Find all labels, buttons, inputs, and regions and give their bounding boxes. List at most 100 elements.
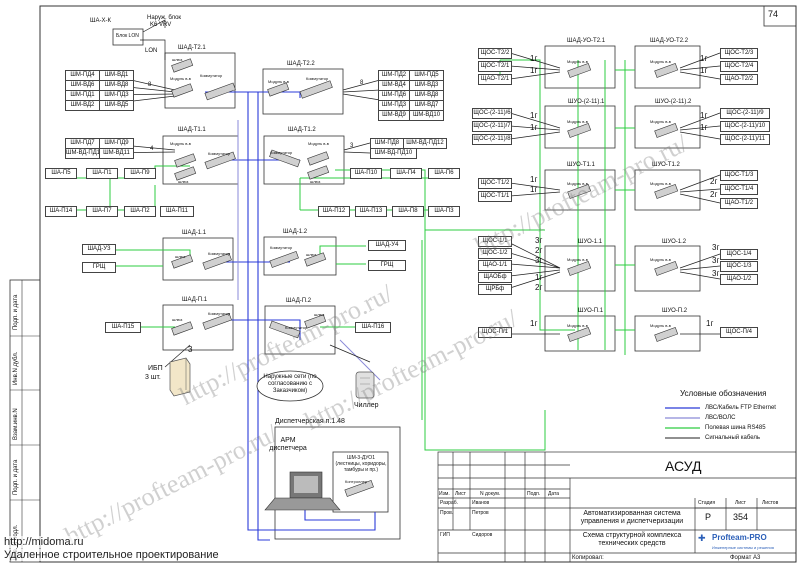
shos-label: ЩОС-(2-11)/11 xyxy=(720,134,770,145)
sha-label: ША-П11 xyxy=(160,206,194,217)
legend-item-fiber: ЛВС/ВОЛС xyxy=(705,415,736,421)
arm-label: АРМ диспетчера xyxy=(269,437,307,452)
tb-role: ГИП xyxy=(440,532,450,538)
chiller-device xyxy=(355,371,375,399)
tb-name: Сидоров xyxy=(472,532,493,538)
shos-label: ЩОС-(2-11)/8 xyxy=(472,134,512,145)
module-label: Модуль в-в xyxy=(567,181,588,186)
copied-label: Копировал: xyxy=(572,555,604,561)
module-label: Модуль в-в xyxy=(567,323,588,328)
side-stamp-4: Подп. и дата xyxy=(13,459,19,495)
side-stamp-3: Взам.инв.N xyxy=(13,408,19,440)
shad-12-small: шлюз xyxy=(306,252,317,257)
shaduo-t21-title: ШАД-УО-Т2.1 xyxy=(567,38,606,44)
shak-inner: Блок LON xyxy=(116,33,139,39)
grsch-label: ГРЩ xyxy=(368,260,406,271)
sha-p16-label: ША-П16 xyxy=(355,322,391,333)
cable-count: 3г xyxy=(535,256,543,265)
shad-p2-title: ШАД-П.2 xyxy=(286,298,312,304)
shad-t11-module: Модуль в-в xyxy=(170,141,191,146)
shos-label: ЩОС-(2-11)/9 xyxy=(720,108,770,119)
shos-label: ЩАО-Т2/2 xyxy=(720,74,758,85)
shad-t12-switch: Коммутатор xyxy=(270,150,293,155)
sha-label: ША-П8 xyxy=(392,206,424,217)
shad-p2-small: шлюз xyxy=(314,312,325,317)
module-label: Модуль в-в xyxy=(650,323,671,328)
cable-count: 2г xyxy=(710,177,718,186)
cable-count: 1г xyxy=(530,175,538,184)
cable-count: 3г xyxy=(712,269,720,278)
sha-label: ША-П14 xyxy=(45,206,77,217)
shuo-t12-title: ШУО-Т1.2 xyxy=(652,162,680,168)
shad-t21-small: шлюз xyxy=(172,57,183,62)
shos-label: ЩОС-1/1 xyxy=(478,236,512,247)
cable-count: 1г xyxy=(530,111,538,120)
cable-count: 1г xyxy=(706,319,714,328)
footer-url[interactable]: http://midoma.ru xyxy=(4,536,84,548)
shos-label: ЩОС-(2-11)/10 xyxy=(720,121,770,132)
sha-label: ША-П10 xyxy=(350,168,382,179)
network-devices xyxy=(171,58,679,497)
shm3-label: ШМ-3-ДУО1 (лестницы, коридоры, тамбуры и… xyxy=(335,455,387,473)
company-logo: Profteam-PRO xyxy=(712,533,767,542)
shuo-11-title: ШУО-1.1 xyxy=(578,239,603,245)
stage-header: Стадия xyxy=(698,500,716,506)
shuo-p1-title: ШУО-П.1 xyxy=(578,308,604,314)
shos-label: ЩОС-(2-11)/7 xyxy=(472,121,512,132)
tb-col: Подп. xyxy=(527,491,541,497)
shos-label: ЩАО-Т2/1 xyxy=(478,74,512,85)
dispatch-label: Диспетчерская п.1.48 xyxy=(275,418,345,425)
cable-count: 1г xyxy=(535,273,543,282)
tb-role: Пров. xyxy=(440,510,454,516)
shos-label: ЩОС-1/2 xyxy=(478,248,512,259)
drawing-title: Схема структурной комплекса технических … xyxy=(582,532,682,547)
tb-col: N докум. xyxy=(480,491,501,497)
shad-t11-switch: Коммутатор xyxy=(208,151,231,156)
shos-label: ЩОС-Т2/3 xyxy=(720,48,758,59)
side-stamp-frame xyxy=(9,279,41,563)
shad-t12-module: Модуль в-в xyxy=(308,141,329,146)
shuo-t11-title: ШУО-Т1.1 xyxy=(567,162,595,168)
sheet-value: 354 xyxy=(733,512,749,522)
shos-label: ЩОС-П/4 xyxy=(720,327,758,338)
cable-count: 1г xyxy=(530,66,538,75)
count-8a: 8 xyxy=(148,82,152,88)
shad-t11-small: шлюз xyxy=(178,179,189,184)
system-title: Автоматизированная система управления и … xyxy=(580,510,684,525)
shad-12-switch: Коммутатор xyxy=(270,245,293,250)
shad-p2-switch: Коммутатор xyxy=(285,325,308,330)
shos-label: ЩОС-Т1/3 xyxy=(720,170,758,181)
shad-11-small: шлюз xyxy=(175,254,186,259)
sha-label: ША-П6 xyxy=(428,168,460,179)
sha-label: ША-П5 xyxy=(45,168,77,179)
title-code: АСУД xyxy=(665,458,702,474)
sha-p15-label: ША-П15 xyxy=(105,322,141,333)
legend-item-rs485: Полевая шина RS485 xyxy=(705,425,766,431)
tb-col: Изм. xyxy=(439,491,450,497)
stage-value: Р xyxy=(705,512,712,522)
shm-label: ШМ-ВД9 xyxy=(378,110,410,121)
shos-label: ЩАО-1/1 xyxy=(478,260,512,271)
shad-p1-title: ШАД-П.1 xyxy=(182,297,208,303)
ups-device xyxy=(169,357,191,397)
cable-count: 1г xyxy=(530,319,538,328)
cable-count: 3г xyxy=(712,243,720,252)
external-networks-ellipse xyxy=(256,370,324,402)
shuo-p2-title: ШУО-П.2 xyxy=(662,308,688,314)
shad-t21-module: Модуль в-в xyxy=(170,76,191,81)
cable-count: 1г xyxy=(530,185,538,194)
sha-label: ША-П9 xyxy=(124,168,156,179)
legend-title: Условные обозначения xyxy=(680,389,767,398)
shad-u3-label: ШАД-У3 xyxy=(82,244,116,255)
shos-label: ЩОС-Т1/4 xyxy=(720,184,758,195)
shos-label: ЩАО-1/2 xyxy=(720,274,758,285)
cable-count: 1г xyxy=(530,54,538,63)
sha-label: ША-П7 xyxy=(86,206,118,217)
cable-count: 2г xyxy=(535,283,543,292)
shad-t12-small: шлюз xyxy=(310,179,321,184)
tb-name: Петров xyxy=(472,510,489,516)
sha-label: ША-П4 xyxy=(390,168,422,179)
count-4: 4 xyxy=(150,146,154,152)
